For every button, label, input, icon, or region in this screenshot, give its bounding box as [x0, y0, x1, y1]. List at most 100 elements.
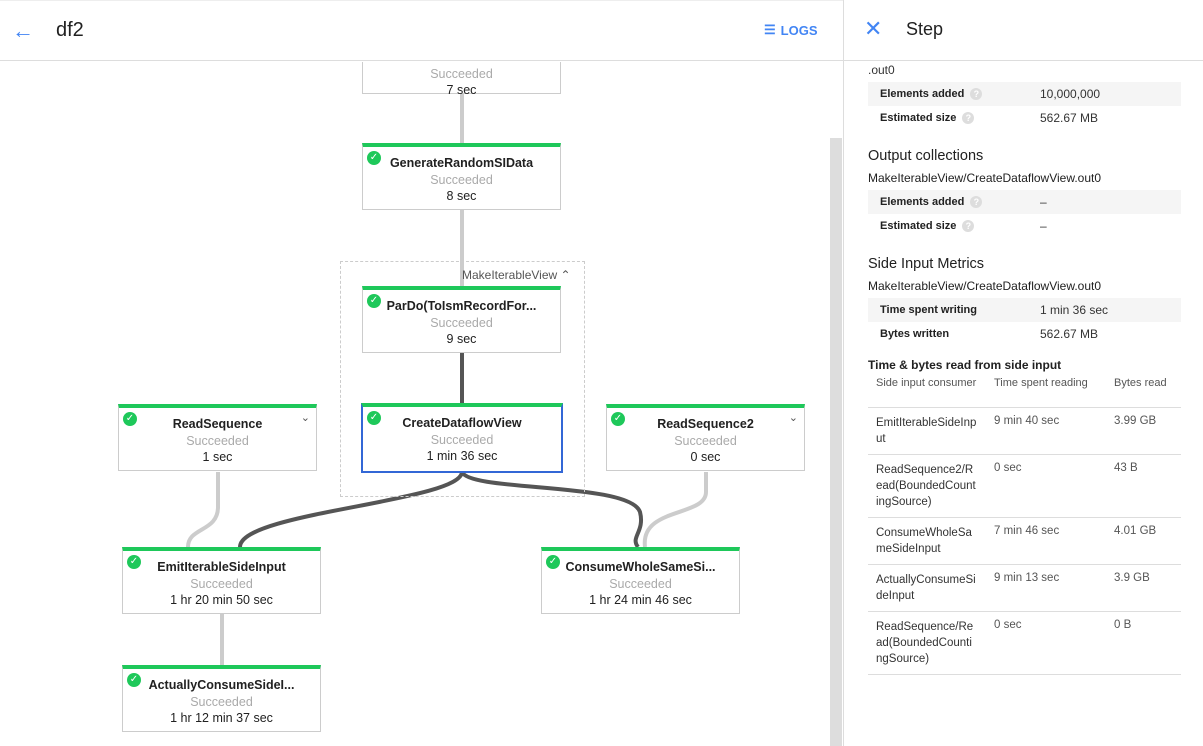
graph-canvas[interactable]: MakeIterableView ⌃ Succeeded 7 sec ✓ Gen…	[0, 62, 830, 746]
node-time: 1 hr 24 min 46 sec	[589, 593, 692, 607]
node-time: 1 sec	[202, 450, 233, 464]
help-icon[interactable]: ?	[970, 88, 983, 100]
list-icon: ☰	[764, 22, 776, 37]
value: –	[1040, 219, 1047, 233]
check-circle-icon: ✓	[367, 411, 381, 425]
node-status: Succeeded	[430, 173, 493, 187]
cell: ActuallyConsumeSideInput	[868, 564, 986, 612]
node-status: Succeeded	[190, 695, 253, 709]
label: Estimated size	[880, 112, 957, 124]
label: Elements added	[880, 88, 965, 100]
node-status: Succeeded	[186, 434, 249, 448]
panel-header: ✕ Step	[844, 0, 1203, 61]
label: Elements added	[880, 196, 965, 208]
node-name: ActuallyConsumeSideI...	[148, 678, 295, 692]
node-status: Succeeded	[190, 577, 253, 591]
node-time: 1 min 36 sec	[426, 449, 498, 463]
cell: ReadSequence2/Read(BoundedCountingSource…	[868, 454, 986, 518]
logs-button[interactable]: ☰ LOGS	[764, 22, 818, 38]
input-elements-row: Elements added? 10,000,000	[868, 82, 1181, 106]
cell: ReadSequence/Read(BoundedCountingSource)	[868, 611, 986, 675]
cell: EmitIterableSideInput	[868, 407, 986, 455]
node-time: 7 sec	[446, 83, 477, 97]
node-name: ParDo(ToIsmRecordFor...	[386, 299, 537, 313]
check-circle-icon: ✓	[367, 294, 381, 308]
output-collection-name: MakeIterableView/CreateDataflowView.out0	[868, 171, 1102, 185]
node-time: 8 sec	[446, 189, 477, 203]
close-icon[interactable]: ✕	[864, 16, 883, 41]
panel-body: .out0 Elements added? 10,000,000 Estimate…	[868, 63, 1181, 675]
column-header: Side input consumer	[868, 377, 986, 408]
job-title: df2	[56, 19, 84, 41]
cell: ConsumeWholeSameSideInput	[868, 517, 986, 565]
cell: 7 min 46 sec	[986, 517, 1106, 565]
chevron-up-icon[interactable]: ⌃	[560, 268, 571, 282]
group-make-iterable-view	[340, 261, 585, 497]
label: Bytes written	[880, 328, 950, 340]
cell: 43 B	[1106, 454, 1181, 518]
check-circle-icon: ✓	[127, 555, 141, 569]
help-icon[interactable]: ?	[970, 196, 983, 208]
node-name: ConsumeWholeSameSi...	[565, 560, 716, 574]
cell: 3.99 GB	[1106, 407, 1181, 455]
node-name: CreateDataflowView	[402, 416, 522, 430]
group-label[interactable]: MakeIterableView ⌃	[462, 268, 571, 282]
back-arrow-icon[interactable]: ←	[12, 18, 34, 43]
value: 562.67 MB	[1040, 327, 1099, 341]
node-status: Succeeded	[674, 434, 737, 448]
table-row: ReadSequence2/Read(BoundedCountingSource…	[868, 454, 1181, 518]
input-collection-name: .out0	[868, 63, 895, 77]
cell: 9 min 13 sec	[986, 564, 1106, 612]
graph-scrollbar[interactable]	[830, 138, 842, 746]
value: 562.67 MB	[1040, 111, 1099, 125]
input-size-row: Estimated size? 562.67 MB	[868, 106, 1181, 130]
node-top[interactable]: Succeeded 7 sec	[362, 62, 561, 97]
step-panel: ✕ Step .out0 Elements added? 10,000,000 E…	[843, 0, 1203, 746]
cell: 0 sec	[986, 454, 1106, 518]
column-header: Time spent reading	[986, 377, 1106, 408]
edge	[460, 470, 644, 549]
graph-edges	[186, 94, 708, 665]
check-circle-icon: ✓	[367, 151, 381, 165]
group-label-text: MakeIterableView	[462, 268, 558, 282]
label: Estimated size	[880, 220, 957, 232]
value: 10,000,000	[1040, 87, 1101, 101]
node-time: 0 sec	[690, 450, 721, 464]
help-icon[interactable]: ?	[962, 220, 975, 232]
node-name: EmitIterableSideInput	[157, 560, 286, 574]
side-input-name: MakeIterableView/CreateDataflowView.out0	[868, 279, 1102, 293]
cell: 3.9 GB	[1106, 564, 1181, 612]
cell: 0 sec	[986, 611, 1106, 675]
chevron-down-icon[interactable]: ⌄	[300, 412, 310, 424]
table-row: ReadSequence/Read(BoundedCountingSource)…	[868, 611, 1181, 675]
logs-label: LOGS	[780, 22, 818, 38]
check-circle-icon: ✓	[123, 412, 137, 426]
cell: 0 B	[1106, 611, 1181, 675]
output-elements-row: Elements added?–	[868, 190, 1181, 214]
side-input-metrics-heading: Side Input Metrics	[868, 256, 985, 272]
value: 1 min 36 sec	[1040, 303, 1109, 317]
check-circle-icon: ✓	[546, 555, 560, 569]
chevron-down-icon[interactable]: ⌄	[788, 412, 798, 424]
check-circle-icon: ✓	[611, 412, 625, 426]
help-icon[interactable]: ?	[962, 112, 975, 124]
edge	[238, 471, 464, 548]
node-time: 1 hr 20 min 50 sec	[170, 593, 273, 607]
cell: 9 min 40 sec	[986, 407, 1106, 455]
node-status: Succeeded	[430, 67, 493, 81]
node-time: 9 sec	[446, 332, 477, 346]
node-time: 1 hr 12 min 37 sec	[170, 711, 273, 725]
node-name: GenerateRandomSIData	[389, 156, 534, 170]
edge	[642, 472, 708, 548]
